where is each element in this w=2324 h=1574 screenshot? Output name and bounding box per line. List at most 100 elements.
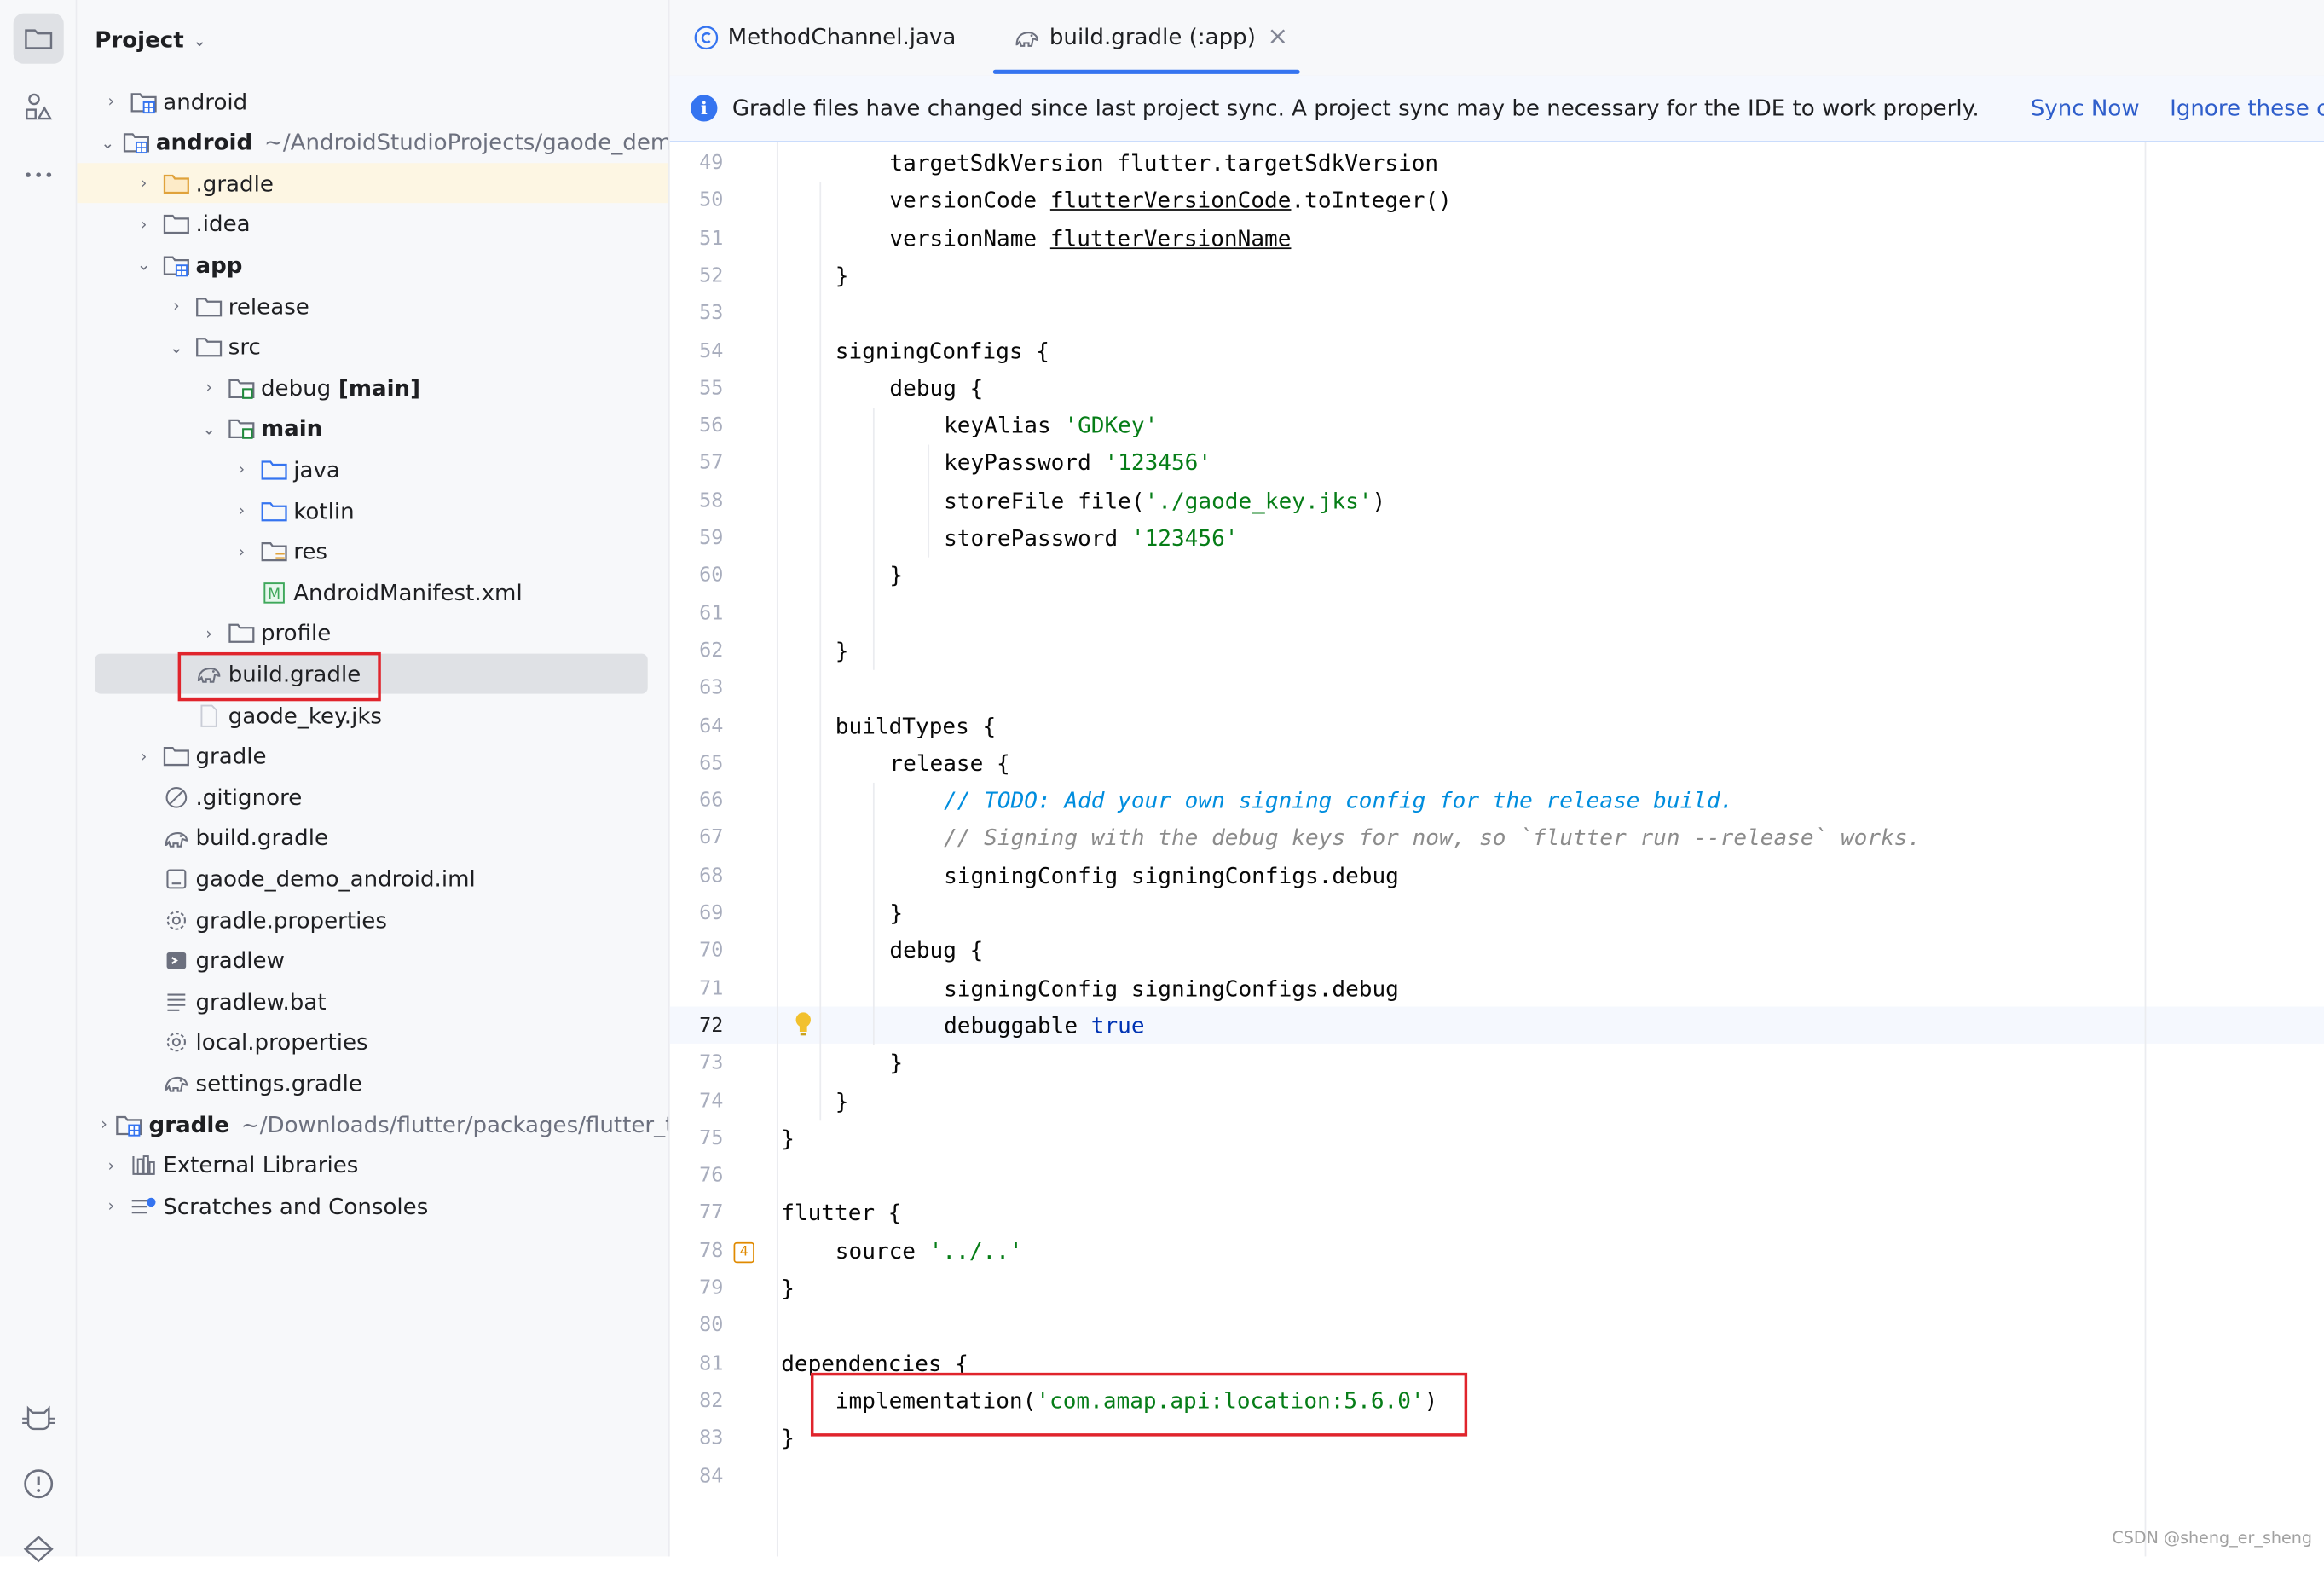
tree-item[interactable]: local.properties xyxy=(77,1022,668,1062)
chevron-down-icon[interactable]: ⌄ xyxy=(202,419,217,439)
tree-item[interactable]: build.gradle xyxy=(77,654,668,694)
code-line: } xyxy=(835,258,849,294)
indent-guide xyxy=(818,182,821,1120)
tab-label: build.gradle (:app) xyxy=(1049,23,1256,51)
chevron-right-icon[interactable]: › xyxy=(205,623,212,644)
more-tools-button[interactable] xyxy=(14,150,64,200)
line-number: 70 xyxy=(699,938,724,963)
code-token: '123456' xyxy=(1104,449,1212,477)
code-line: source '../..' xyxy=(835,1233,1023,1270)
code-line: } xyxy=(781,1120,795,1157)
folder-icon xyxy=(195,333,223,360)
iml-icon xyxy=(163,865,189,892)
tree-item[interactable]: settings.gradle xyxy=(77,1063,668,1103)
chevron-right-icon[interactable]: › xyxy=(238,541,246,562)
code-token: release { xyxy=(889,749,1010,777)
ignore-icon xyxy=(163,784,189,810)
chevron-right-icon[interactable]: › xyxy=(107,91,115,112)
code-token: targetSdkVersion flutter.targetSdkVersio… xyxy=(889,149,1439,176)
chevron-right-icon[interactable]: › xyxy=(101,1114,107,1134)
line-number: 61 xyxy=(699,601,724,625)
chevron-right-icon[interactable]: › xyxy=(238,501,246,521)
tree-item[interactable]: ›java xyxy=(77,449,668,489)
chevron-down-icon[interactable]: ⌄ xyxy=(136,255,151,275)
code-token: } xyxy=(781,1425,795,1452)
tree-item-label: gradle xyxy=(195,743,267,770)
tree-item[interactable]: ›gradle~/Downloads/flutter/packages/flut… xyxy=(77,1104,668,1144)
tree-item-label: settings.gradle xyxy=(195,1070,362,1097)
ignore-changes-link[interactable]: Ignore these ch xyxy=(2170,95,2324,122)
line-number: 64 xyxy=(699,714,724,738)
tree-item[interactable]: ⌄src xyxy=(77,327,668,367)
tree-item[interactable]: ⌄main xyxy=(77,408,668,448)
chevron-right-icon[interactable]: › xyxy=(205,378,212,398)
gutter-badge-icon[interactable]: 4 xyxy=(733,1241,754,1263)
chevron-down-icon[interactable]: ⌄ xyxy=(169,337,183,357)
chevron-right-icon[interactable]: › xyxy=(107,1196,115,1216)
line-number: 81 xyxy=(699,1351,724,1375)
structure-tool-button[interactable] xyxy=(14,82,64,132)
tree-item[interactable]: gaode_key.jks xyxy=(77,695,668,735)
settings-gear-icon xyxy=(163,1029,189,1056)
tree-item[interactable]: ›res xyxy=(77,531,668,571)
source-folder-icon xyxy=(228,415,255,442)
chevron-right-icon[interactable]: › xyxy=(140,214,147,234)
flutter-inspector-button[interactable] xyxy=(14,1392,64,1442)
tree-item[interactable]: ›.idea xyxy=(77,205,668,245)
tree-item[interactable]: › gradle xyxy=(77,736,668,776)
tree-item[interactable]: ⌄app xyxy=(77,246,668,286)
line-number: 68 xyxy=(699,864,724,888)
chevron-down-icon[interactable]: ⌄ xyxy=(101,132,115,153)
tab-method-channel[interactable]: MethodChannel.java xyxy=(694,0,956,74)
code-editor[interactable]: targetSdkVersion flutter.targetSdkVersio… xyxy=(777,142,2324,1557)
code-line: } xyxy=(889,895,903,932)
code-token: versionCode xyxy=(889,187,1050,214)
code-token: debug { xyxy=(889,374,984,402)
project-view-selector[interactable]: Project ⌄ xyxy=(95,20,206,59)
line-number: 72 xyxy=(699,1013,724,1038)
code-line: } xyxy=(835,633,849,669)
cat-icon xyxy=(22,1405,55,1431)
problems-tool-button[interactable] xyxy=(14,1459,64,1509)
chevron-right-icon[interactable]: › xyxy=(140,173,147,194)
close-icon[interactable]: × xyxy=(1267,22,1289,52)
version-control-button[interactable] xyxy=(14,1524,64,1574)
tree-item[interactable]: gradle.properties xyxy=(77,900,668,940)
code-token: ) xyxy=(1424,1387,1438,1415)
project-tool-button[interactable] xyxy=(13,13,64,64)
chevron-right-icon[interactable]: › xyxy=(238,460,246,480)
tree-item-label: kotlin xyxy=(293,497,355,524)
code-token: // TODO: Add your own signing config for… xyxy=(944,787,1734,814)
tab-build-gradle-app[interactable]: build.gradle (:app) × xyxy=(992,0,1301,74)
tree-item[interactable]: ⌄android~/AndroidStudioProjects/gaode_de… xyxy=(77,123,668,163)
right-margin-guide xyxy=(2144,142,2147,1557)
tree-item[interactable]: ›Scratches and Consoles xyxy=(77,1186,668,1226)
gradle-elephant-icon xyxy=(163,825,189,851)
chevron-right-icon[interactable]: › xyxy=(140,746,147,767)
tree-item[interactable]: ›External Libraries xyxy=(77,1145,668,1185)
line-number: 60 xyxy=(699,564,724,587)
tree-item-label: gradle.properties xyxy=(195,906,387,934)
lightbulb-icon[interactable] xyxy=(795,1010,812,1037)
tree-item[interactable]: ›release xyxy=(77,286,668,327)
code-token: 'GDKey' xyxy=(1064,412,1159,439)
tree-item[interactable]: ›profile xyxy=(77,613,668,653)
code-line: implementation('com.amap.api:location:5.… xyxy=(835,1383,1438,1420)
tree-item[interactable]: ›android xyxy=(77,82,668,122)
code-token: } xyxy=(835,262,849,289)
tree-item-label: build.gradle xyxy=(228,661,361,688)
tree-item[interactable]: gradlew.bat xyxy=(77,981,668,1021)
tree-item[interactable]: .gitignore xyxy=(77,777,668,817)
tree-item[interactable]: gradlew xyxy=(77,940,668,981)
tree-item[interactable]: gaode_demo_android.iml xyxy=(77,859,668,899)
tree-item[interactable]: ›debug[main] xyxy=(77,367,668,408)
tree-item[interactable]: build.gradle xyxy=(77,818,668,858)
sync-now-link[interactable]: Sync Now xyxy=(2030,95,2140,122)
chevron-right-icon[interactable]: › xyxy=(173,296,180,316)
tree-item[interactable]: ›.gradle xyxy=(77,163,669,204)
tree-item[interactable]: › kotlin xyxy=(77,490,668,530)
chevron-right-icon[interactable]: › xyxy=(107,1155,115,1175)
tree-item-label: debug xyxy=(260,374,332,402)
line-number: 51 xyxy=(699,226,724,251)
